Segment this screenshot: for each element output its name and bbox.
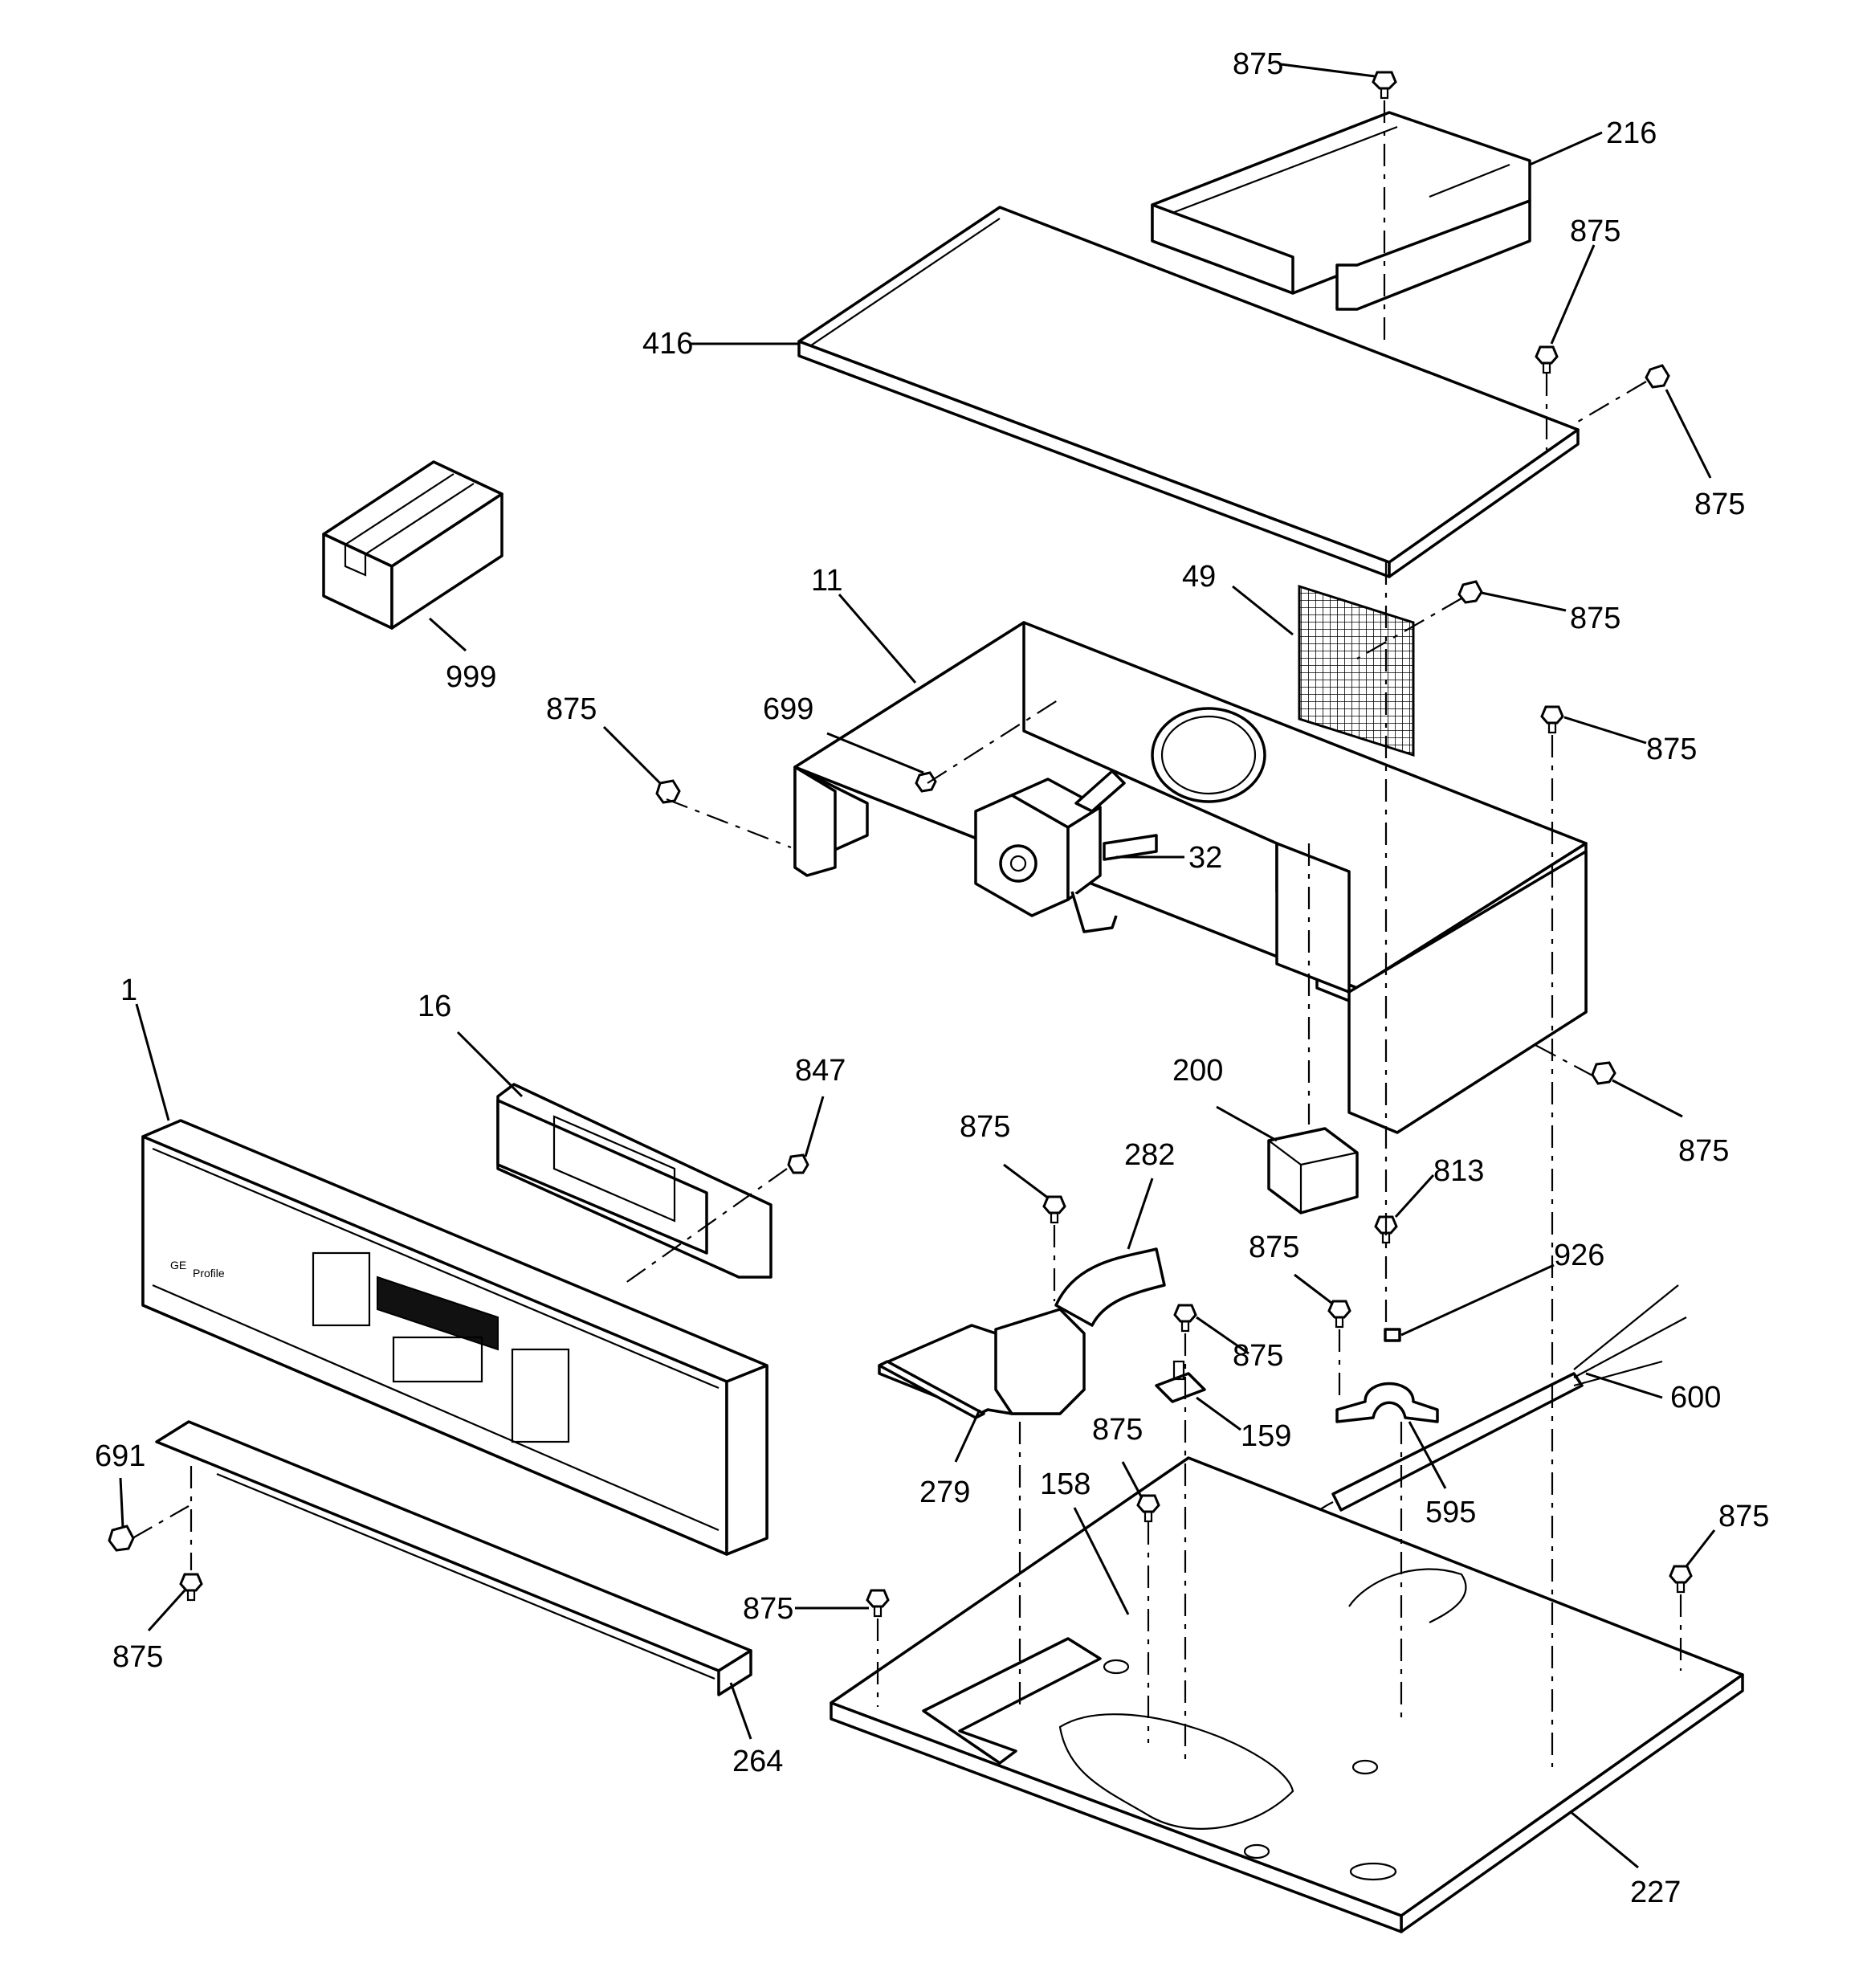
callout-11: 11 xyxy=(811,564,842,598)
callout-416: 416 xyxy=(642,327,693,361)
callout-926: 926 xyxy=(1554,1239,1604,1272)
screw-icon xyxy=(1457,580,1483,604)
callout-labels: 875 216 875 416 875 999 11 49 875 875 69… xyxy=(95,47,1769,1909)
callout-264: 264 xyxy=(732,1745,783,1778)
part-227-base-pan xyxy=(830,1456,1744,1933)
callout-875: 875 xyxy=(960,1110,1010,1144)
callout-875: 875 xyxy=(1233,1339,1283,1373)
callout-875: 875 xyxy=(1570,214,1620,248)
screw-icon xyxy=(866,1589,890,1618)
leader-lines xyxy=(119,63,1716,1869)
callout-875: 875 xyxy=(1092,1413,1143,1447)
screw-icon xyxy=(1535,345,1559,374)
callout-1: 1 xyxy=(120,974,137,1007)
brand-logo-text: GE xyxy=(170,1259,186,1272)
screw-icon xyxy=(1327,1300,1351,1329)
part-595-clamp xyxy=(1335,1382,1439,1423)
part-49-mesh-screen xyxy=(1298,584,1415,757)
screw-icon xyxy=(1136,1494,1160,1523)
callout-216: 216 xyxy=(1606,116,1657,150)
callout-875: 875 xyxy=(743,1592,793,1626)
part-279-duct xyxy=(878,1308,1086,1419)
screw-icon xyxy=(179,1573,203,1602)
callout-691: 691 xyxy=(95,1439,145,1473)
callout-282: 282 xyxy=(1124,1138,1175,1172)
part-416-top-panel xyxy=(797,206,1580,578)
model-name-text: Profile xyxy=(193,1267,225,1280)
part-159-bracket xyxy=(1155,1360,1206,1403)
screw-icon xyxy=(108,1525,135,1552)
callout-875: 875 xyxy=(1570,602,1620,635)
screw-icon xyxy=(915,771,937,793)
screw-icon xyxy=(1645,364,1670,389)
part-200-insulation-block xyxy=(1267,1127,1359,1214)
callout-875: 875 xyxy=(1678,1134,1729,1168)
screw-icon xyxy=(1591,1061,1616,1085)
callout-875: 875 xyxy=(1249,1231,1299,1264)
callout-200: 200 xyxy=(1172,1054,1223,1088)
part-1-control-panel: GE Profile xyxy=(141,1119,768,1556)
screw-icon xyxy=(1042,1195,1066,1224)
callout-875-top: 875 xyxy=(1233,47,1283,81)
callout-227: 227 xyxy=(1630,1876,1681,1909)
screw-icon xyxy=(1540,705,1564,734)
part-32-blower-motor xyxy=(974,769,1158,933)
screw-icon xyxy=(1173,1304,1197,1333)
callout-875: 875 xyxy=(1718,1500,1769,1533)
callout-813: 813 xyxy=(1433,1154,1484,1188)
callout-600: 600 xyxy=(1670,1381,1721,1414)
part-216-top-bracket xyxy=(1151,111,1531,311)
callout-999: 999 xyxy=(446,660,496,694)
callout-847: 847 xyxy=(795,1054,846,1088)
part-999-box xyxy=(322,460,503,630)
screws xyxy=(108,71,1693,1618)
part-16-control-board xyxy=(496,1083,773,1279)
screw-icon xyxy=(1669,1565,1693,1594)
part-926-clip xyxy=(1384,1328,1401,1342)
callout-699: 699 xyxy=(763,692,813,726)
screw-icon xyxy=(787,1153,809,1174)
part-264-front-rail xyxy=(155,1420,752,1696)
callout-595: 595 xyxy=(1425,1496,1476,1529)
callout-159: 159 xyxy=(1241,1419,1291,1453)
control-keypad xyxy=(312,1251,570,1443)
screw-icon xyxy=(655,779,681,804)
callout-279: 279 xyxy=(919,1476,970,1509)
screw-icon xyxy=(1372,71,1397,100)
callout-875: 875 xyxy=(112,1640,163,1674)
callout-49: 49 xyxy=(1182,560,1216,594)
assembly-lines xyxy=(132,100,1682,1767)
callout-875: 875 xyxy=(1694,488,1745,521)
callout-875: 875 xyxy=(546,692,597,726)
callout-16: 16 xyxy=(418,990,451,1023)
part-282-duct-hose xyxy=(1054,1247,1166,1327)
callout-32: 32 xyxy=(1188,841,1222,875)
callout-158: 158 xyxy=(1040,1468,1090,1501)
callout-875: 875 xyxy=(1646,733,1697,766)
